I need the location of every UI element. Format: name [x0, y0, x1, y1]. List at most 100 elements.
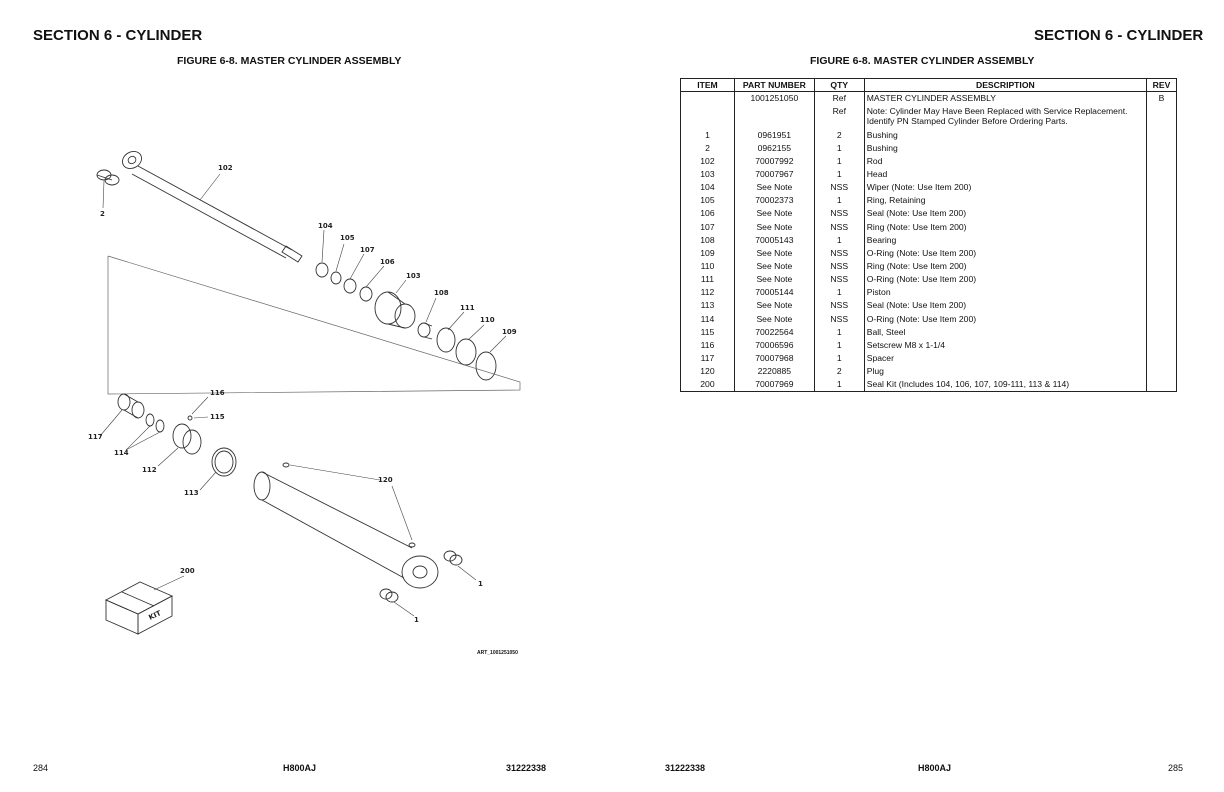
- cell-rev: [1146, 128, 1177, 142]
- cell-part-number: 70002373: [733, 194, 815, 208]
- cell-item: 102: [680, 154, 735, 168]
- barrel: [253, 471, 439, 589]
- exploded-boundary: [107, 255, 521, 395]
- callout-102: 102: [218, 164, 233, 172]
- cell-description: Seal (Note: Use Item 200): [863, 299, 1148, 313]
- cell-item: 114: [680, 312, 735, 326]
- cell-rev: [1146, 286, 1177, 300]
- cell-qty: NSS: [813, 299, 865, 313]
- cell-qty: 2: [813, 128, 865, 142]
- cell-item: 105: [680, 194, 735, 208]
- callout-120: 120: [378, 476, 393, 484]
- bushing-1a: [443, 550, 463, 566]
- right-page-number: 285: [1168, 763, 1184, 773]
- callout-113: 113: [184, 489, 199, 497]
- bushing-1b: [379, 588, 399, 603]
- cell-item: 110: [680, 259, 735, 274]
- ring-107: [343, 278, 357, 294]
- callout-1a: 1: [478, 580, 483, 588]
- header-rev: REV: [1146, 77, 1177, 93]
- callout-104: 104: [318, 222, 333, 230]
- cell-description: O-Ring (Note: Use Item 200): [863, 246, 1148, 260]
- callout-112: 112: [142, 466, 157, 474]
- ring-110: [455, 338, 477, 366]
- cell-rev: [1146, 246, 1177, 260]
- cell-rev: [1146, 167, 1177, 182]
- cell-item: 106: [680, 207, 735, 221]
- cell-item: 109: [680, 246, 735, 260]
- cell-part-number: [733, 105, 815, 129]
- callout-105: 105: [340, 234, 355, 242]
- cell-item: 113: [680, 299, 735, 313]
- cell-qty: NSS: [813, 181, 865, 195]
- cell-part-number: See Note: [733, 312, 815, 326]
- left-model: H800AJ: [283, 763, 317, 773]
- cell-rev: [1146, 141, 1177, 155]
- cell-part-number: See Note: [733, 299, 815, 313]
- bushing-2: [96, 169, 120, 186]
- cell-part-number: 70007992: [733, 154, 815, 168]
- header-item: ITEM: [680, 77, 735, 93]
- cell-description: Spacer: [863, 351, 1148, 366]
- kit-box: [104, 581, 174, 635]
- cell-description: Ring (Note: Use Item 200): [863, 259, 1148, 274]
- callout-109: 109: [502, 328, 517, 336]
- callout-115: 115: [210, 413, 225, 421]
- cell-rev: B: [1146, 91, 1177, 106]
- callout-107: 107: [360, 246, 375, 254]
- cell-part-number: 70022564: [733, 325, 815, 339]
- cell-qty: 1: [813, 325, 865, 339]
- cell-item: 112: [680, 286, 735, 300]
- art-id: ART_1001251050: [477, 650, 518, 656]
- cell-qty: Ref: [813, 105, 865, 129]
- cell-description: Seal (Note: Use Item 200): [863, 207, 1148, 221]
- parts-table: ITEM PART NUMBER QTY DESCRIPTION REV 100…: [680, 77, 1177, 393]
- kit-label: KIT: [147, 609, 162, 622]
- parts-table-header: ITEM PART NUMBER QTY DESCRIPTION REV: [680, 77, 1177, 93]
- callout-111: 111: [460, 304, 475, 312]
- cell-item: [680, 105, 735, 129]
- callout-2: 2: [100, 210, 105, 218]
- cell-part-number: 70007969: [733, 378, 815, 393]
- cell-part-number: See Note: [733, 273, 815, 287]
- cell-item: 1: [680, 128, 735, 142]
- rod-part: [122, 151, 303, 263]
- cell-qty: NSS: [813, 259, 865, 274]
- right-model: H800AJ: [918, 763, 952, 773]
- cell-rev: [1146, 338, 1177, 352]
- callout-103: 103: [406, 272, 421, 280]
- cell-rev: [1146, 325, 1177, 339]
- cell-rev: [1146, 299, 1177, 313]
- cell-part-number: See Note: [733, 259, 815, 274]
- cell-rev: [1146, 365, 1177, 379]
- callout-117: 117: [88, 433, 103, 441]
- cell-rev: [1146, 233, 1177, 247]
- cell-item: 116: [680, 338, 735, 352]
- cell-rev: [1146, 351, 1177, 366]
- cell-item: 111: [680, 273, 735, 287]
- cell-part-number: 70005144: [733, 286, 815, 300]
- oring-114b: [155, 419, 165, 433]
- cell-part-number: 70005143: [733, 233, 815, 247]
- cell-qty: 1: [813, 338, 865, 352]
- cell-qty: 1: [813, 141, 865, 155]
- cell-description: Ring, Retaining: [863, 194, 1148, 208]
- plug-120a: [282, 462, 290, 468]
- cell-description: Head: [863, 167, 1148, 182]
- seal-113: [211, 447, 237, 477]
- header-part-number: PART NUMBER: [733, 77, 815, 93]
